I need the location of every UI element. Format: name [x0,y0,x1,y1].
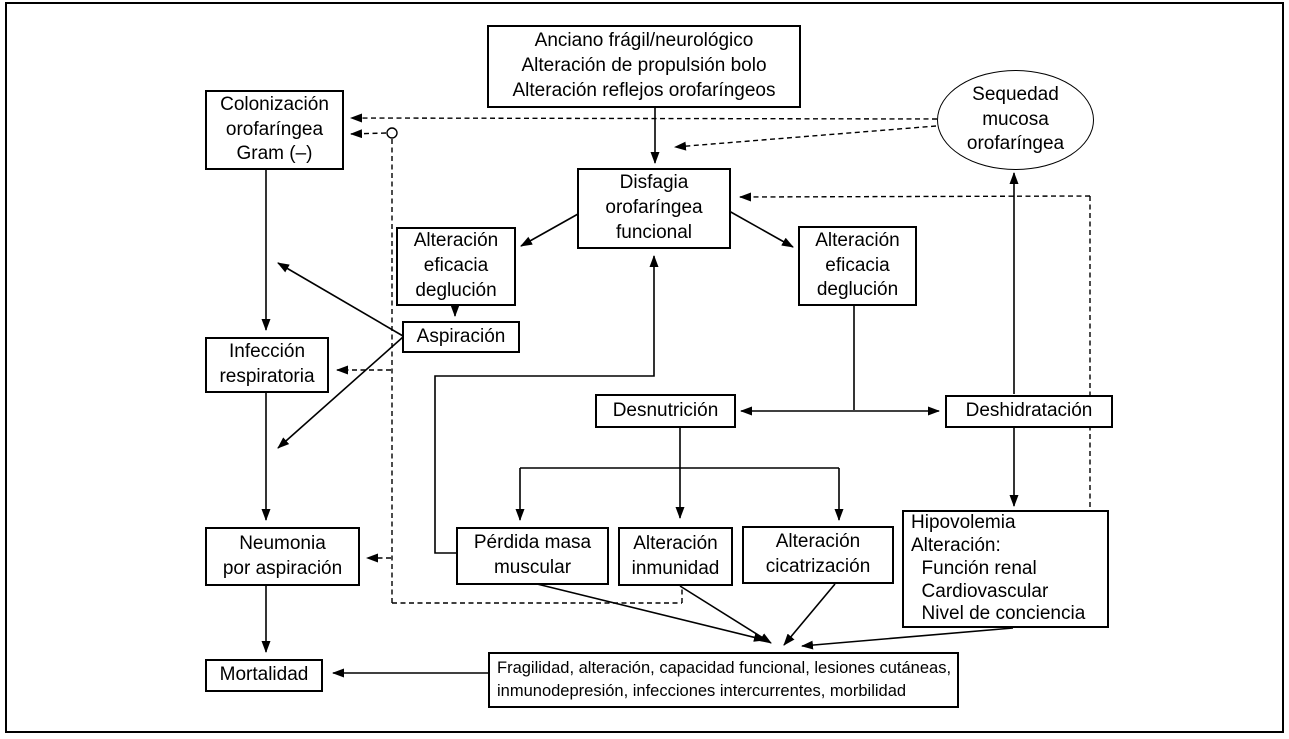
node-mortalidad: Mortalidad [205,659,323,692]
node-alteracion-eficacia-izq: Alteración eficacia deglución [396,227,516,306]
node-sequedad-mucosa: Sequedad mucosa orofaríngea [937,70,1094,170]
edges-solid [261,108,1019,678]
figure-border [5,2,1284,733]
connector-circle-icon [386,127,398,139]
node-hipovolemia: Hipovolemia Alteración: Función renal Ca… [902,510,1109,628]
node-fragilidad-consecuencias: Fragilidad, alteración, capacidad funcio… [488,652,959,708]
node-desnutricion: Desnutrición [595,394,736,428]
node-colonizacion-orofaringea: Colonización orofaríngea Gram (–) [205,90,344,170]
node-neumonia-aspiracion: Neumonia por aspiración [205,527,360,586]
node-perdida-masa-muscular: Pérdida masa muscular [456,527,609,585]
edges-dashed [336,113,1091,604]
node-alteracion-cicatrizacion: Alteración cicatrización [742,526,894,584]
node-alteracion-eficacia-der: Alteración eficacia deglución [798,226,917,306]
node-alteracion-inmunidad: Alteración inmunidad [618,527,733,586]
node-infeccion-respiratoria: Infección respiratoria [205,337,329,393]
node-deshidratacion: Deshidratación [945,395,1113,428]
node-aspiracion: Aspiración [402,321,520,353]
node-disfagia-orofaringea: Disfagia orofaríngea funcional [577,168,731,249]
node-anciano-fragil: Anciano frágil/neurológico Alteración de… [487,25,801,108]
